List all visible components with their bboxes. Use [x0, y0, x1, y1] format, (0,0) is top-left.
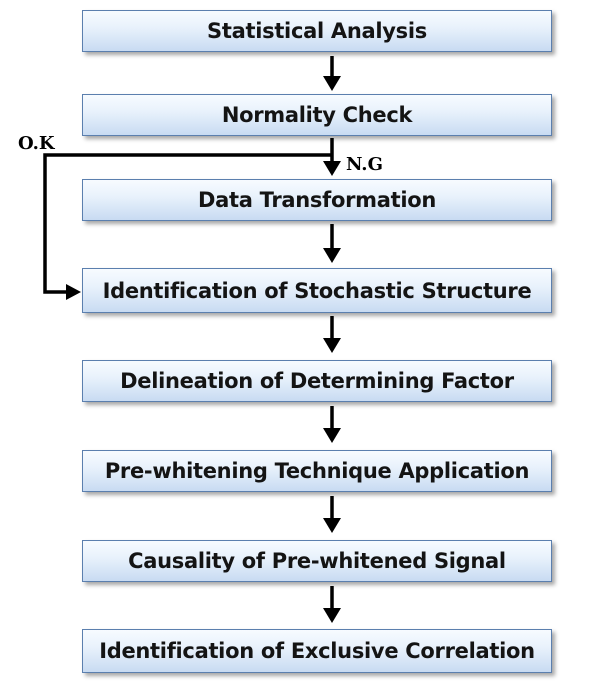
- step-normality-check: Normality Check: [82, 94, 552, 136]
- step-label: Delineation of Determining Factor: [120, 369, 514, 393]
- step-label: Identification of Exclusive Correlation: [99, 639, 535, 663]
- step-data-transformation: Data Transformation: [82, 179, 552, 221]
- arrowhead: [323, 518, 341, 533]
- arrowhead: [323, 161, 341, 176]
- arrowhead: [323, 338, 341, 353]
- ok-bypass-connector: [43, 153, 332, 294]
- arrowhead: [323, 248, 341, 263]
- step-identification-stochastic-structure: Identification of Stochastic Structure: [82, 268, 552, 313]
- step-label: Normality Check: [221, 103, 413, 127]
- step-label: Data Transformation: [197, 188, 436, 212]
- step-label: Identification of Stochastic Structure: [102, 278, 532, 303]
- arrowhead: [66, 284, 81, 300]
- step-label: Causality of Pre-whitened Signal: [128, 549, 506, 573]
- step-label: Statistical Analysis: [207, 19, 427, 43]
- arrowhead: [323, 608, 341, 623]
- step-causality-prewhitened-signal: Causality of Pre-whitened Signal: [82, 540, 552, 582]
- step-delineation-determining-factor: Delineation of Determining Factor: [82, 360, 552, 402]
- step-statistical-analysis: Statistical Analysis: [82, 10, 552, 52]
- ng-label: N.G: [346, 154, 383, 175]
- arrowhead: [323, 76, 341, 91]
- step-identification-exclusive-correlation: Identification of Exclusive Correlation: [82, 629, 552, 673]
- arrowhead: [323, 428, 341, 443]
- ok-label: O.K: [18, 133, 55, 154]
- step-prewhitening-technique: Pre-whitening Technique Application: [82, 450, 552, 492]
- step-label: Pre-whitening Technique Application: [104, 459, 530, 483]
